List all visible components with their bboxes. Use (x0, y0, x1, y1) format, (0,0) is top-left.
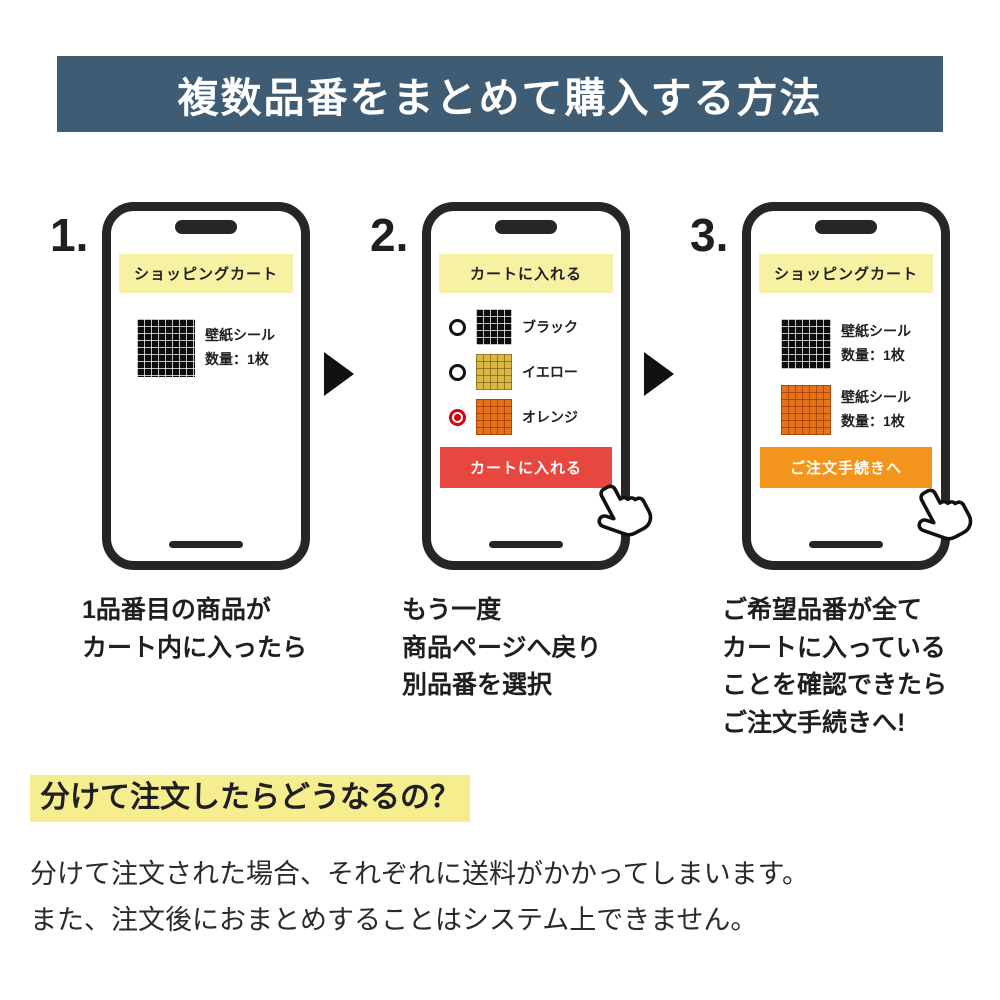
option-label: イエロー (522, 364, 578, 380)
phone-mockup-3: ショッピングカート 壁紙シール 数量：1枚 壁紙シール (742, 202, 973, 570)
step-1-caption: 1品番目の商品が カート内に入ったら (82, 596, 308, 662)
radio-button-unselected (449, 318, 466, 336)
page-title: 複数品番をまとめて購入する方法 (177, 75, 823, 121)
step-2-number: 2. (370, 209, 409, 261)
product-qty: 数量：1枚 (841, 347, 905, 363)
option-yellow: イエロー (449, 354, 621, 390)
cart-header: ショッピングカート (759, 254, 933, 293)
phone-home-bar (809, 541, 883, 548)
checkout-button: ご注文手続きへ (760, 447, 932, 488)
option-black: ブラック (449, 309, 621, 345)
option-swatch-yellow (476, 354, 512, 390)
step-3: 3. ショッピングカート 壁紙シール 数量：1枚 (690, 202, 973, 742)
phone-frame: カートに入れる ブラック イエロー (422, 202, 630, 570)
phone-frame: ショッピングカート 壁紙シール 数量：1枚 壁紙シール (742, 202, 950, 570)
option-label: オレンジ (522, 409, 578, 425)
title-banner: 複数品番をまとめて購入する方法 (57, 56, 943, 132)
qa-body: 分けて注文された場合、それぞれに送料がかかってしまいます。 また、注文後におまと… (30, 852, 970, 944)
color-options: ブラック イエロー オレンジ (449, 309, 621, 435)
step-1-number: 1. (50, 209, 89, 261)
phone-notch (175, 220, 237, 234)
product-qty: 数量：1枚 (841, 413, 905, 429)
product-qty: 数量：1枚 (205, 351, 269, 367)
cart-item: 壁紙シール 数量：1枚 (111, 319, 301, 377)
add-to-cart-button: カートに入れる (440, 447, 612, 488)
steps-row: 1. ショッピングカート 壁紙シール 数量：1枚 (0, 202, 1000, 742)
cart-item: 壁紙シール 数量：1枚 (751, 385, 941, 435)
option-orange: オレンジ (449, 399, 621, 435)
product-swatch-black (137, 319, 195, 377)
phone-home-bar (169, 541, 243, 548)
option-swatch-orange (476, 399, 512, 435)
arrow-right-icon (644, 352, 674, 396)
phone-mockup-1: ショッピングカート 壁紙シール 数量：1枚 (102, 202, 310, 570)
step-1: 1. ショッピングカート 壁紙シール 数量：1枚 (50, 202, 310, 667)
qa-heading: 分けて注文したらどうなるの？ (30, 772, 1000, 822)
phone-notch (495, 220, 557, 234)
highlighted-heading: 分けて注文したらどうなるの？ (30, 775, 470, 822)
phone-mockup-2: カートに入れる ブラック イエロー (422, 202, 653, 570)
phone-frame: ショッピングカート 壁紙シール 数量：1枚 (102, 202, 310, 570)
radio-button-selected (449, 408, 466, 426)
cart-header: ショッピングカート (119, 254, 293, 293)
product-swatch-orange (781, 385, 831, 435)
phone-notch (815, 220, 877, 234)
step-3-number: 3. (690, 209, 729, 261)
step-2-caption: もう一度 商品ページへ戻り 別品番を選択 (402, 596, 602, 699)
product-name: 壁紙シール (841, 323, 911, 340)
phone-home-bar (489, 541, 563, 548)
option-swatch-black (476, 309, 512, 345)
cart-item: 壁紙シール 数量：1枚 (751, 319, 941, 369)
radio-button-unselected (449, 363, 466, 381)
hand-cursor-icon (588, 474, 660, 546)
hand-cursor-icon (908, 478, 980, 550)
qa-body-line: 分けて注文された場合、それぞれに送料がかかってしまいます。 (30, 859, 809, 889)
product-name: 壁紙シール (841, 389, 911, 406)
qa-body-line: また、注文後におまとめすることはシステム上できません。 (30, 904, 758, 935)
step-2: 2. カートに入れる ブラック (370, 202, 653, 705)
product-swatch-black (781, 319, 831, 369)
option-label: ブラック (522, 319, 578, 335)
product-name: 壁紙シール (205, 327, 275, 344)
arrow-right-icon (324, 352, 354, 396)
add-to-cart-header: カートに入れる (439, 254, 613, 293)
step-3-caption: ご希望品番が全て カートに入っている ことを確認できたら ご注文手続きへ! (722, 596, 948, 737)
